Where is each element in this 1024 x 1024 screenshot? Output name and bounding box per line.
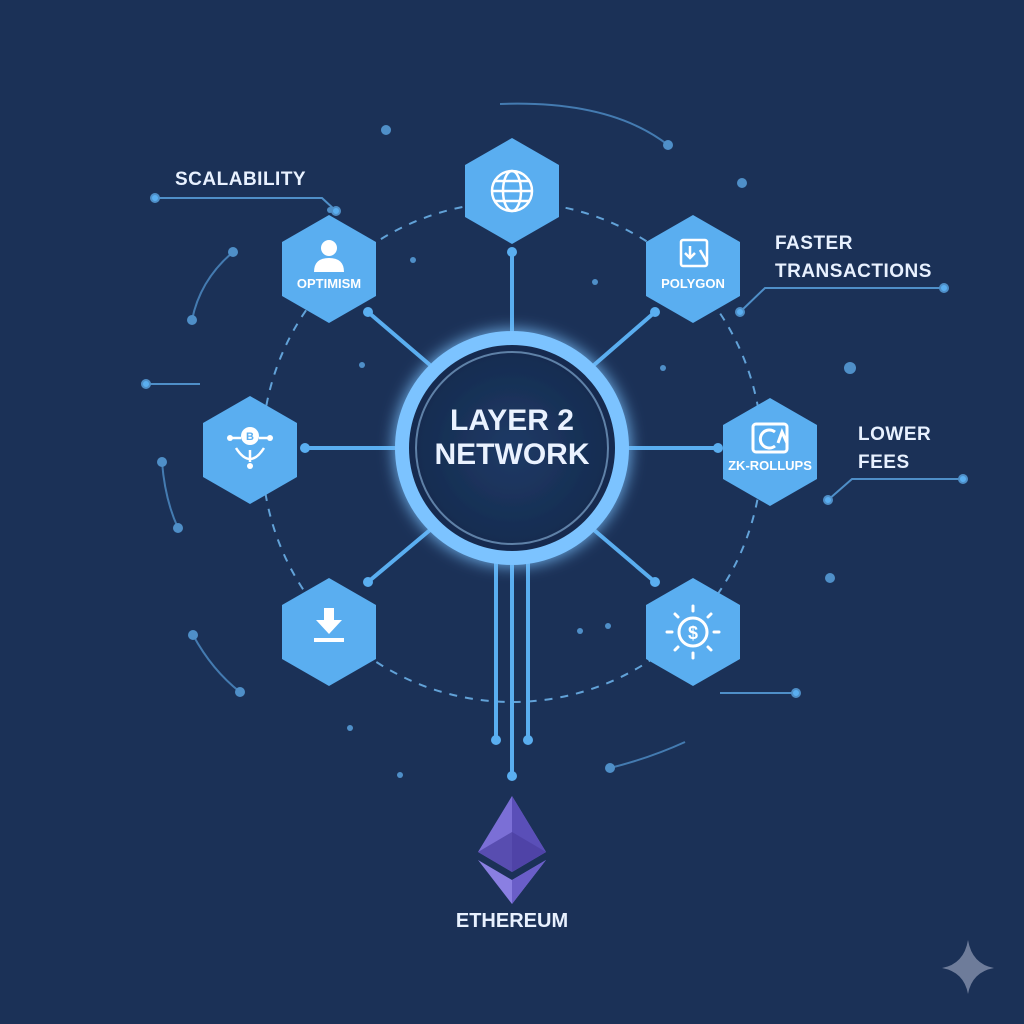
hex-node-polygon[interactable]: [646, 215, 740, 323]
annotation-faster-line1: FASTER: [775, 233, 853, 254]
bitcoin-network-icon: B: [227, 427, 273, 469]
document-arrow-icon: [679, 238, 709, 268]
download-icon: [314, 608, 344, 642]
decorative-dots: [157, 125, 856, 778]
hub-title-line1: LAYER 2: [450, 404, 574, 437]
annotation-fees-line1: LOWER: [858, 424, 932, 445]
annotation-lower-fees: LOWER FEES: [858, 421, 931, 477]
spokes: [303, 248, 720, 584]
node-label-optimism: OPTIMISM: [296, 276, 362, 291]
hex-node-top[interactable]: [465, 138, 559, 244]
globe-icon: [490, 169, 534, 213]
hex-node-lower-left[interactable]: [282, 578, 376, 686]
annotation-scalability: SCALABILITY: [175, 169, 307, 190]
decorative-arcs: [161, 102, 686, 769]
svg-text:B: B: [246, 431, 254, 443]
node-label-zk-rollups: ZK-ROLLUPS: [728, 458, 812, 473]
hex-node-optimism[interactable]: [282, 215, 376, 323]
hub-glow-ring: [395, 331, 629, 565]
trunk-end-dots: [491, 735, 533, 781]
hex-node-zk-rollups[interactable]: [723, 398, 817, 506]
sparkle-icon: [942, 940, 994, 994]
annotation-faster-transactions: FASTER TRANSACTIONS: [775, 230, 932, 286]
annotation-fees-line2: FEES: [858, 452, 910, 473]
hub-inner-ring: [415, 351, 609, 545]
annotation-leaders: [141, 193, 968, 698]
dollar-coin-icon: $: [665, 604, 721, 660]
annotation-faster-line2: TRANSACTIONS: [775, 261, 932, 282]
svg-text:$: $: [688, 623, 698, 643]
hub-title: LAYER 2 NETWORK: [412, 404, 612, 472]
node-label-polygon: POLYGON: [661, 276, 725, 291]
hub-title-line2: NETWORK: [434, 438, 590, 471]
arrow-refresh-icon: [751, 422, 789, 454]
user-icon: [314, 240, 344, 272]
ethereum-logo: [478, 796, 546, 904]
spoke-end-dots: [300, 247, 723, 587]
hex-node-lower-right[interactable]: $: [646, 578, 740, 686]
ethereum-label: ETHEREUM: [455, 910, 569, 932]
trunk-lines: [494, 558, 530, 777]
hex-node-left[interactable]: B: [203, 396, 297, 504]
